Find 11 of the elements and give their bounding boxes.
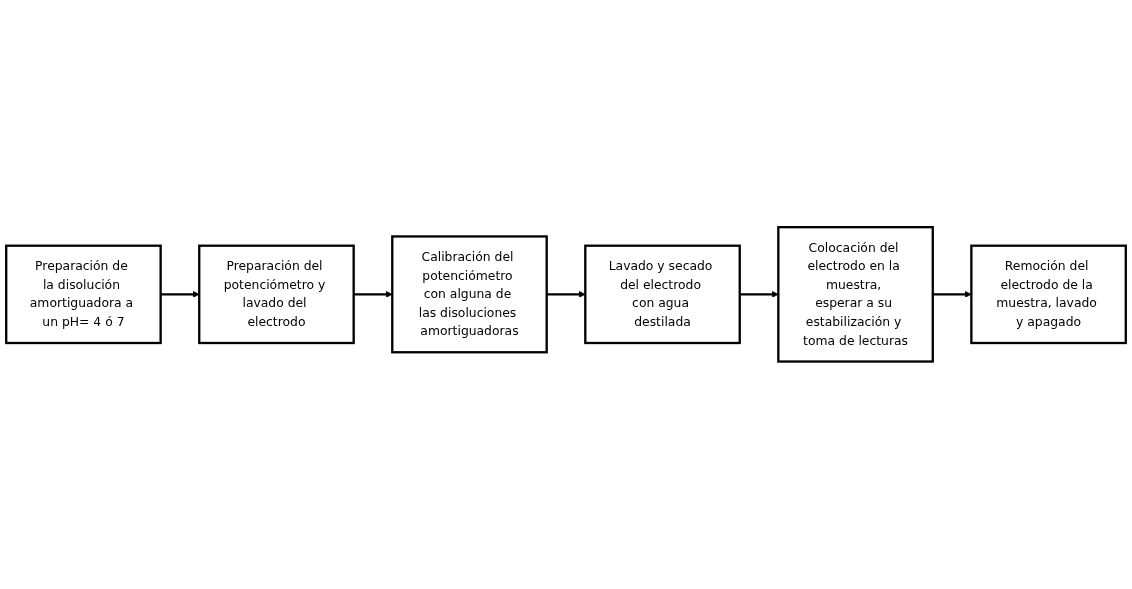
arrow [739, 291, 779, 298]
node-box: Lavado y secado del electrodo con agua destilada [584, 244, 741, 345]
arrow [160, 291, 200, 298]
node-box: Remoción del electrodo de la muestra, lavado y apagado [970, 244, 1127, 345]
arrow [353, 291, 393, 298]
node-box: Colocación del electrodo en la muestra, esperar a su estabilización y toma de lecturas [777, 226, 934, 363]
arrow [546, 291, 586, 298]
arrow [932, 291, 972, 298]
node-box: Preparación de la disolución amortiguadora a un pH= 4 ó 7 [5, 244, 162, 345]
node-box: Calibración del potenciómetro con alguna de las disoluciones amortiguadoras [391, 235, 548, 354]
node-box: Preparación del potenciómetro y lavado del electrodo [198, 244, 355, 345]
